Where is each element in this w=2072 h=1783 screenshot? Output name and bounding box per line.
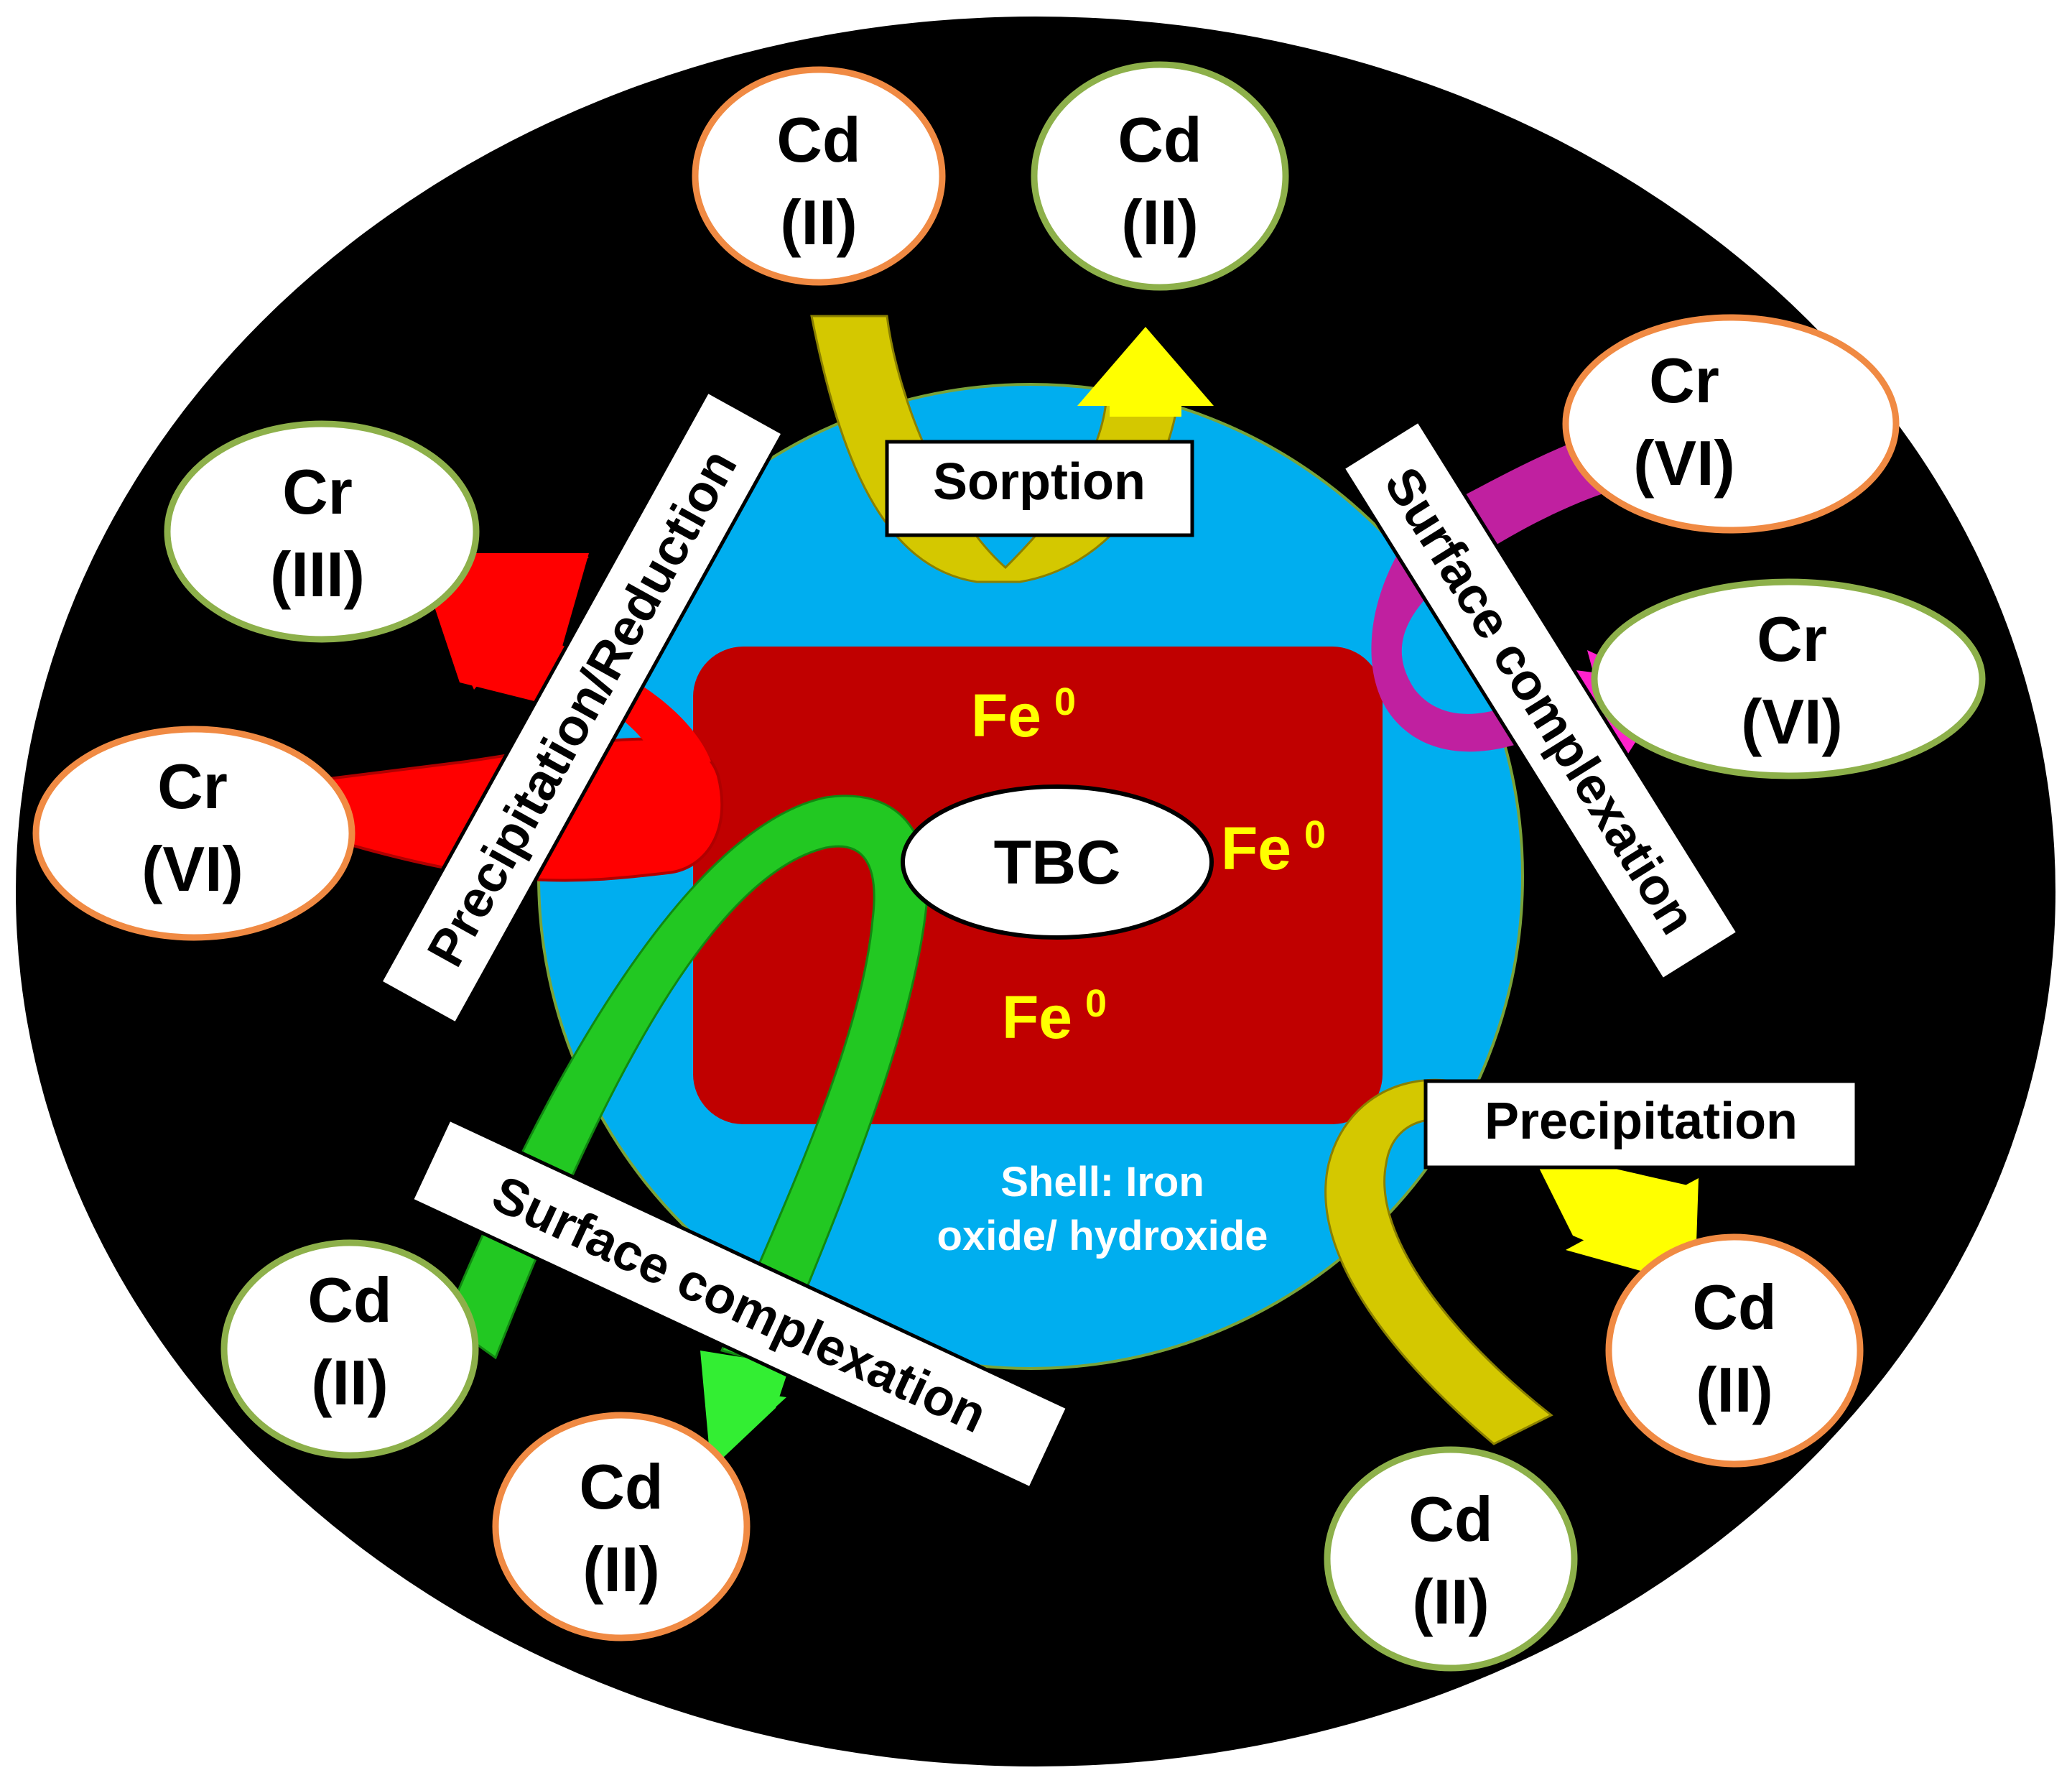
- svg-text:Cd: Cd: [307, 1264, 391, 1335]
- svg-text:(VI): (VI): [1633, 427, 1735, 499]
- svg-text:(II): (II): [311, 1347, 389, 1418]
- svg-text:(II): (II): [1696, 1354, 1773, 1425]
- svg-text:Cr: Cr: [1649, 345, 1719, 416]
- svg-text:(VI): (VI): [141, 833, 243, 904]
- svg-text:Cr: Cr: [282, 456, 353, 527]
- ion-cr-vi-right-top: Cr (VI): [1562, 314, 1900, 534]
- ion-cr-vi-right-bottom: Cr (VI): [1591, 578, 1986, 779]
- svg-text:Cd: Cd: [776, 104, 860, 175]
- svg-text:Cd: Cd: [1118, 104, 1202, 175]
- tbc-label: TBC: [994, 828, 1121, 897]
- sorption-label-box: Sorption: [885, 440, 1194, 537]
- svg-text:(II): (II): [1121, 187, 1199, 258]
- svg-text:Cd: Cd: [579, 1451, 663, 1522]
- svg-text:(II): (II): [1412, 1566, 1490, 1637]
- ion-cd-ii-top-left: Cd (II): [692, 66, 946, 286]
- svg-text:(II): (II): [582, 1534, 660, 1605]
- shell-label-line2: oxide/ hydroxide: [937, 1213, 1268, 1259]
- precipitation-label-box: Precipitation: [1423, 1079, 1859, 1170]
- sorption-label: Sorption: [933, 453, 1146, 511]
- ion-cd-ii-bottom-left: Cd (II): [220, 1239, 479, 1459]
- svg-text:Cd: Cd: [1408, 1483, 1492, 1555]
- ion-cd-ii-bottom-right: Cd (II): [1605, 1233, 1864, 1468]
- ion-cd-ii-bottom-right-low: Cd (II): [1324, 1446, 1578, 1672]
- svg-text:(VI): (VI): [1741, 686, 1843, 757]
- shell-label-line1: Shell: Iron: [1000, 1159, 1204, 1205]
- ion-cr-vi-left-bottom: Cr (VI): [32, 726, 356, 941]
- ion-cr-iii-left-top: Cr (III): [164, 420, 480, 643]
- surface-complexation-arrow-left: [444, 795, 929, 1469]
- svg-text:(III): (III): [270, 539, 365, 610]
- tbc-ellipse: [901, 784, 1214, 940]
- svg-text:(II): (II): [780, 187, 858, 258]
- svg-text:Cr: Cr: [157, 751, 228, 822]
- ion-cd-ii-top-right: Cd (II): [1031, 61, 1289, 291]
- svg-text:Cr: Cr: [1757, 603, 1827, 675]
- svg-text:Cd: Cd: [1692, 1272, 1776, 1343]
- precipitation-label: Precipitation: [1485, 1093, 1798, 1150]
- ion-cd-ii-bottom-center: Cd (II): [492, 1412, 751, 1641]
